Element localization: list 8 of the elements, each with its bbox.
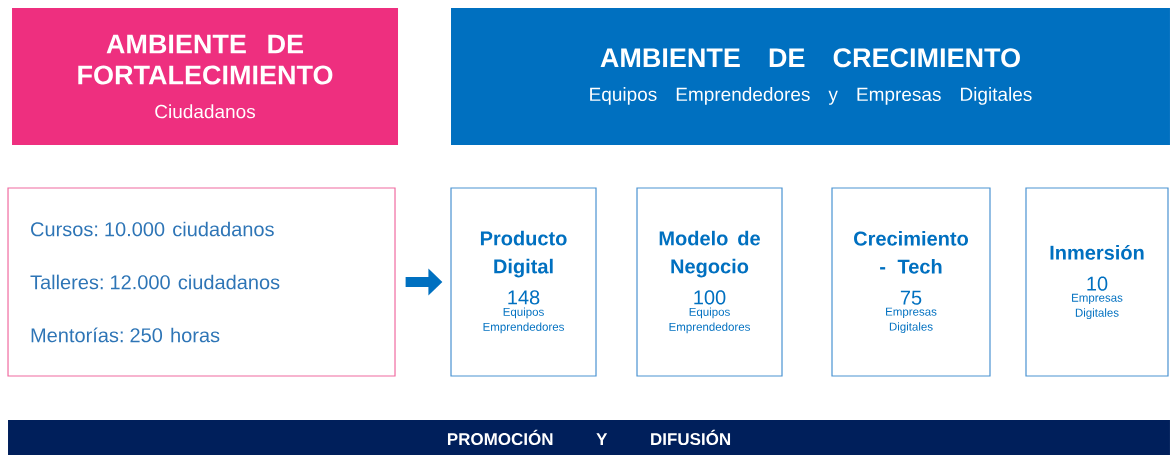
banner-bar: PROMOCIÓN Y DIFUSIÓN [8, 420, 1170, 455]
program-card: Modelo de Negocio 100 Equipos Emprendedores [636, 187, 783, 377]
list-box: Cursos: 10.000 ciudadanos Talleres: 12.000 ciudadanos Mentorías: 250 horas [7, 187, 396, 377]
header-box: AMBIENTE DE CRECIMIENTO Equipos Emprendedores y Empresas Digitales [451, 8, 1170, 145]
header-box: AMBIENTE DE FORTALECIMIENTO Ciudadanos [12, 8, 398, 145]
program-card: Producto Digital 148 Equipos Emprendedores [450, 187, 597, 377]
program-card: Inmersión 10 Empresas Digitales [1025, 187, 1169, 377]
program-card: Crecimiento - Tech 75 Empresas Digitales [831, 187, 991, 377]
